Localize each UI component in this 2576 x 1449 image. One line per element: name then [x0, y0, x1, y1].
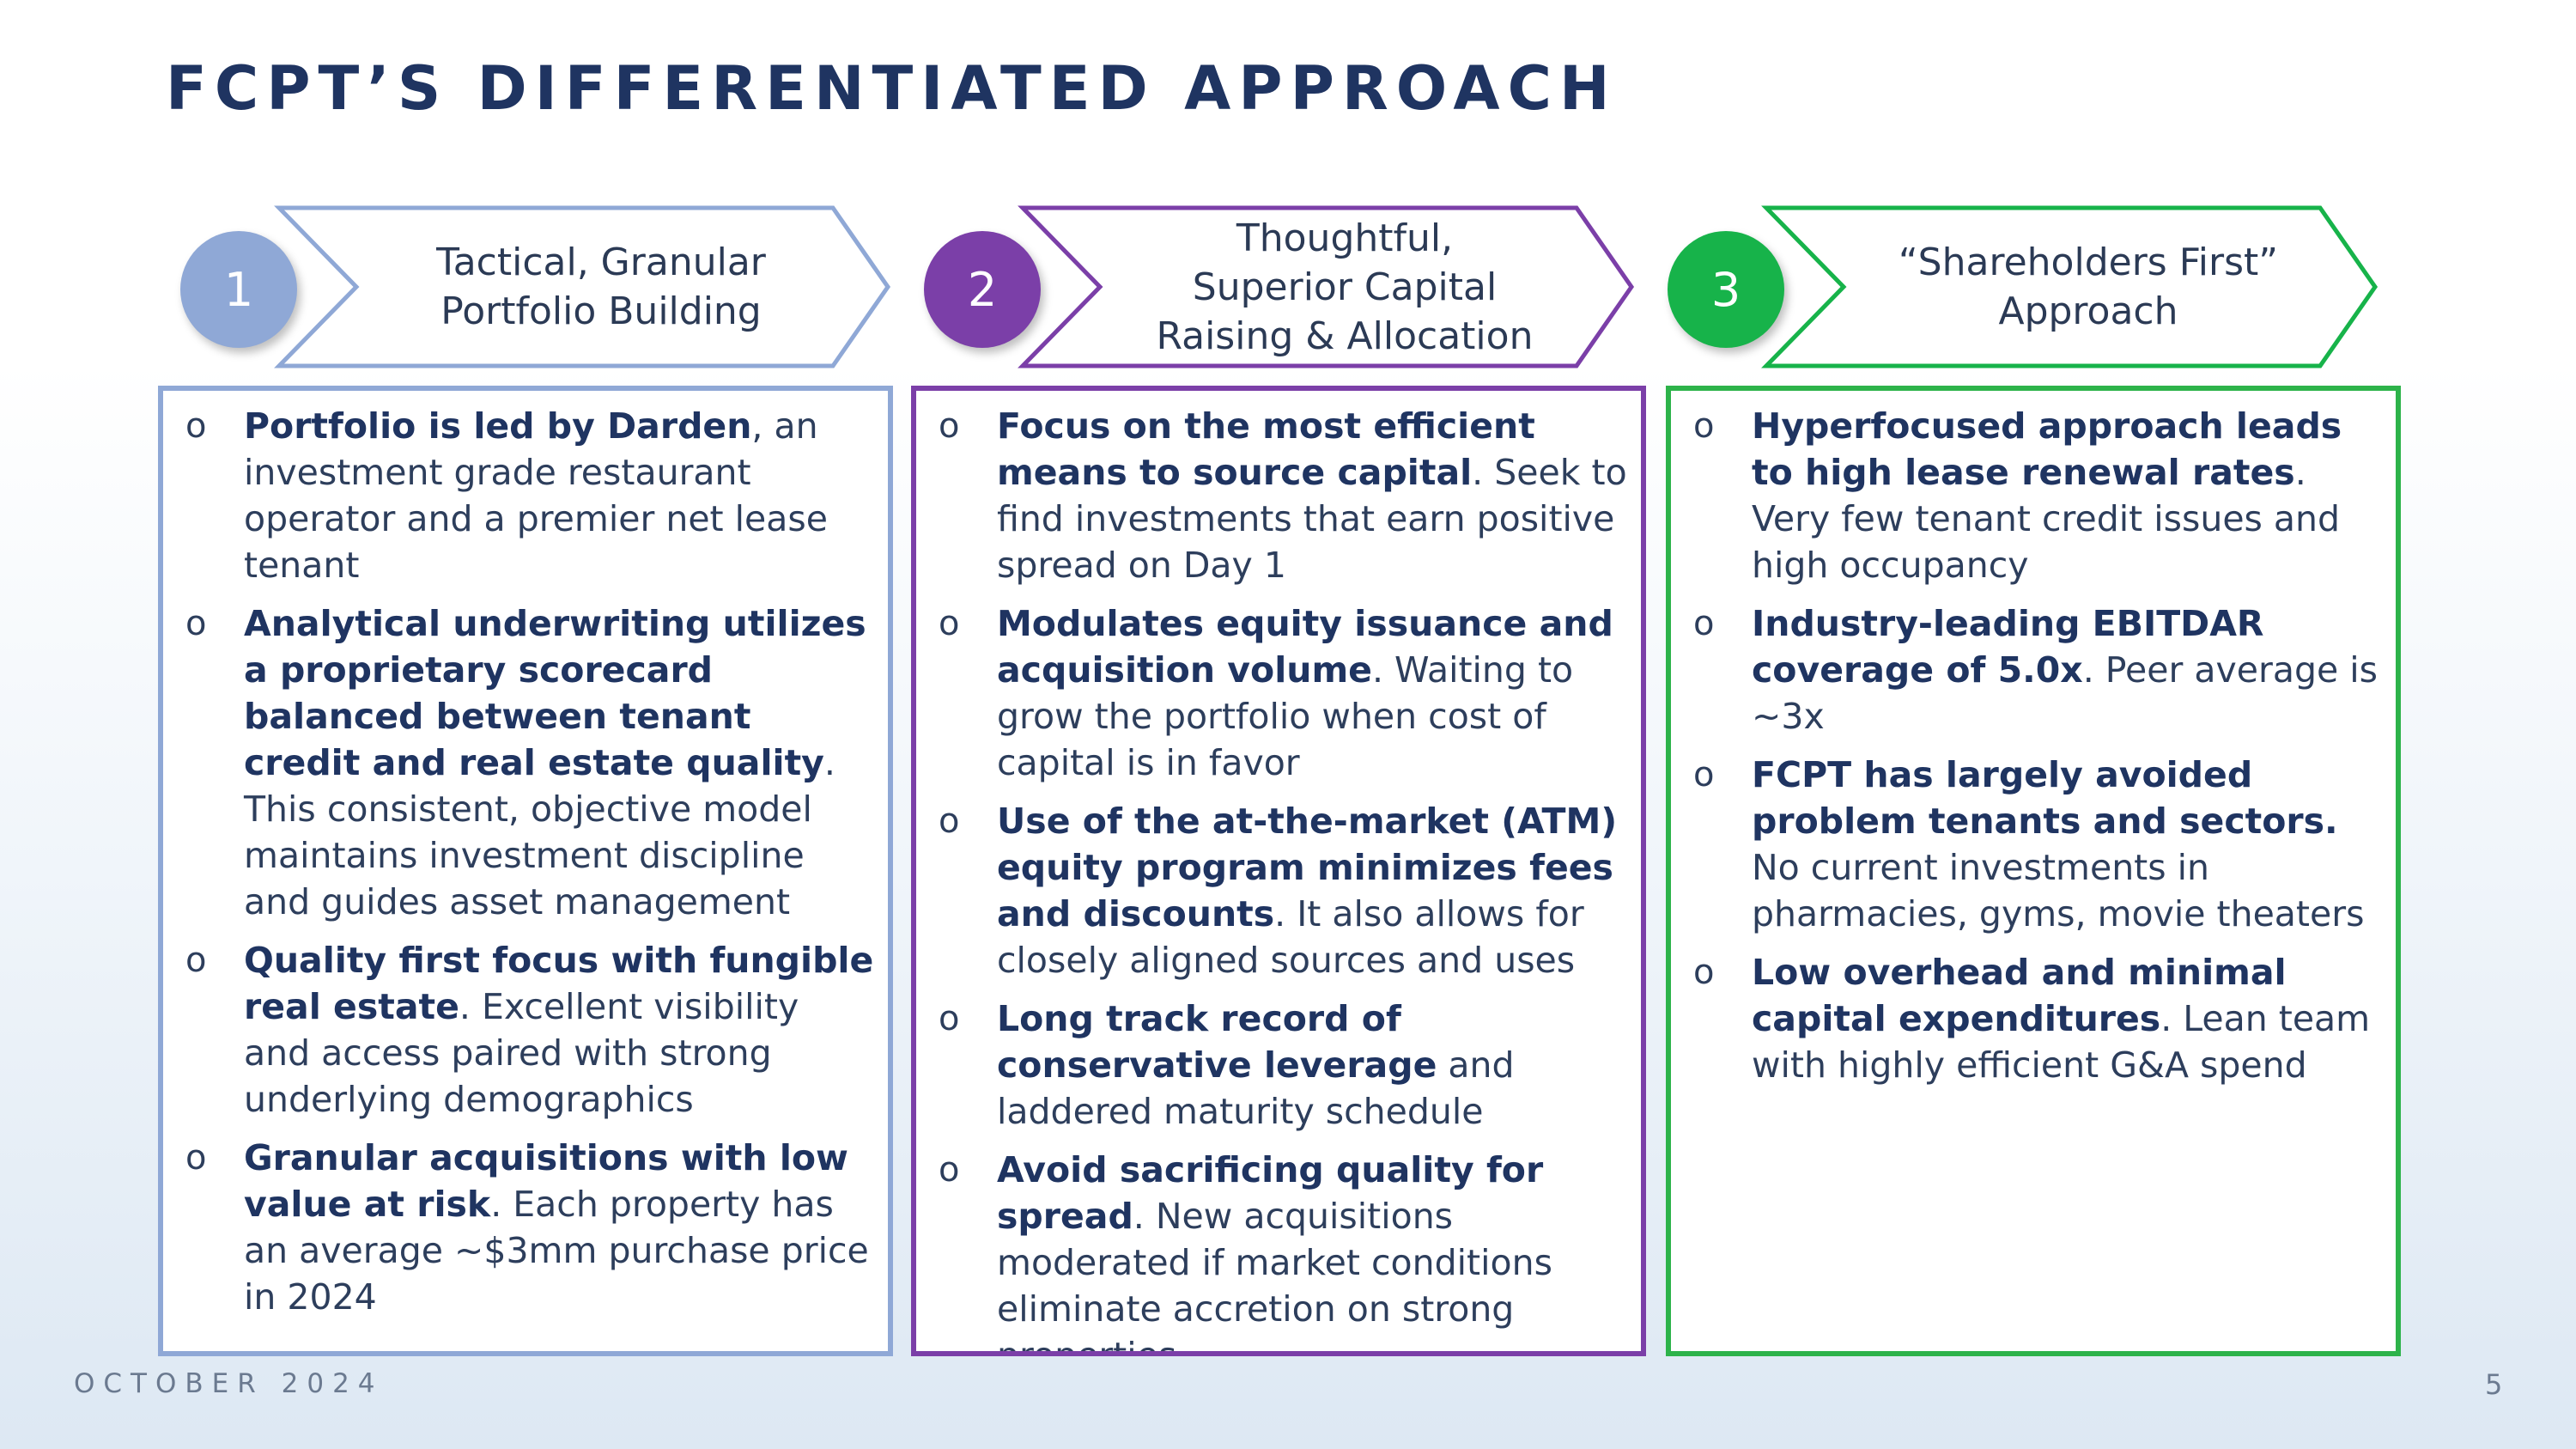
bullet-icon: o [185, 604, 207, 643]
bullet-icon: o [939, 1150, 960, 1190]
page-number: 5 [2485, 1368, 2503, 1401]
heading-line: “Shareholders First” [1898, 240, 2279, 284]
bullet-icon: o [185, 406, 207, 446]
chevron-arrow [1018, 205, 1635, 368]
bullet-icon: o [185, 941, 207, 980]
page-title: FCPT’S DIFFERENTIATED APPROACH [166, 53, 1618, 124]
heading-line: Raising & Allocation [1156, 314, 1534, 358]
bullet-icon: o [939, 406, 960, 446]
heading-line: Portfolio Building [440, 289, 762, 333]
footer-date: OCTOBER 2024 [74, 1368, 384, 1399]
chevron-arrow [1761, 205, 2379, 368]
column-2-header: 2 Thoughtful, Superior Capital Raising &… [907, 203, 1680, 371]
bullet-icon: o [1693, 406, 1715, 446]
bullet-icon: o [1693, 755, 1715, 795]
step-number-badge: 3 [1668, 231, 1784, 348]
chevron-arrow [274, 205, 891, 368]
column-3-header: 3 “Shareholders First” Approach [1650, 203, 2423, 371]
column-2-heading: Thoughtful, Superior Capital Raising & A… [1113, 203, 1577, 371]
bullet-icon: o [1693, 953, 1715, 992]
heading-line: Thoughtful, [1236, 216, 1454, 260]
step-number-badge: 1 [180, 231, 297, 348]
bullet-icon: o [185, 1138, 207, 1178]
heading-line: Superior Capital [1192, 265, 1498, 309]
bullet-icon: o [939, 801, 960, 841]
column-3-heading: “Shareholders First” Approach [1856, 203, 2320, 371]
heading-line: Tactical, Granular [436, 240, 766, 284]
bullet-icon: o [1693, 604, 1715, 643]
step-number-badge: 2 [924, 231, 1041, 348]
bullet-icon: o [939, 604, 960, 643]
bullet-icon: o [939, 999, 960, 1038]
heading-line: Approach [1998, 289, 2178, 333]
column-1-header: 1 Tactical, Granular Portfolio Building [163, 203, 936, 371]
column-1-heading: Tactical, Granular Portfolio Building [369, 203, 833, 371]
